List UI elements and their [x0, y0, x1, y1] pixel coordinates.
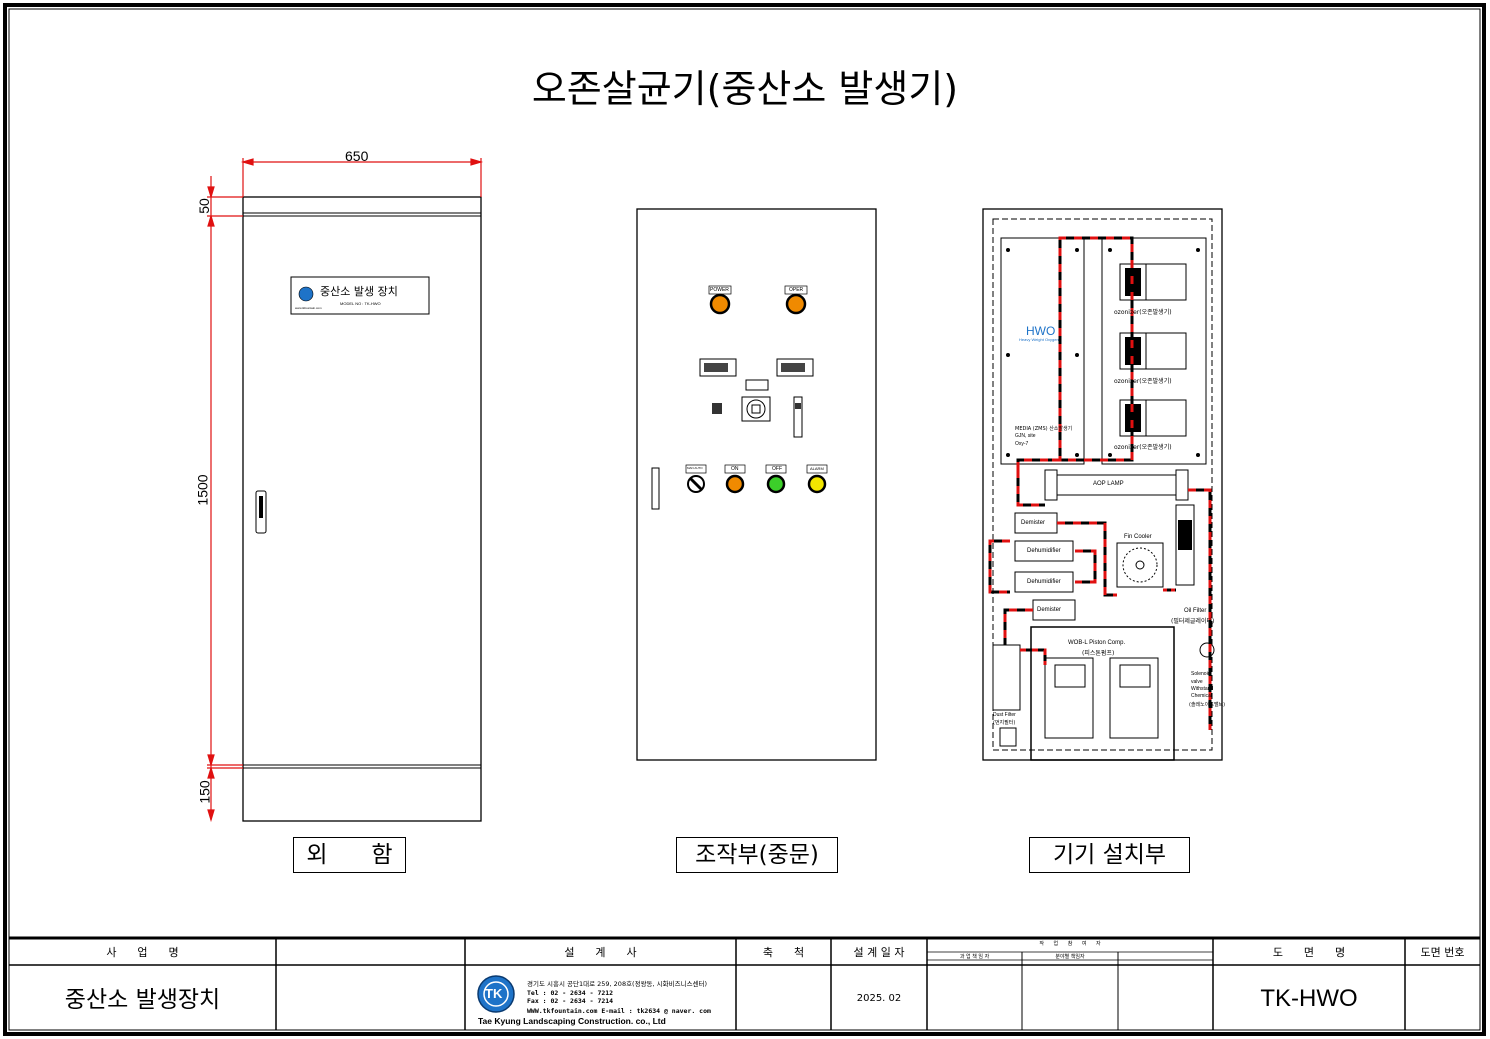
header-workers: 작 업 참 여 자 — [1039, 941, 1101, 947]
label-solenoid-2: valve — [1191, 679, 1203, 685]
header-designer: 설 계 사 — [564, 946, 637, 959]
label-power: POWER — [710, 287, 729, 293]
label-ozonizer-1: ozonizer(오존발생기) — [1114, 309, 1172, 316]
label-solenoid-5: (솔레노이드밸브) — [1189, 702, 1226, 708]
project-name: 중산소 발생장치 — [64, 987, 221, 1013]
header-worker-lead: 과 업 책 임 자 — [959, 954, 990, 960]
label-dust-filter-2: (먼지필터) — [993, 720, 1016, 726]
nameplate-model: MODEL NO : TK-HWO — [340, 301, 381, 306]
label-off: OFF — [772, 466, 782, 472]
drawing-title: 오존살균기(중산소 발생기) — [531, 67, 959, 111]
caption-control: 조작부(중문) — [676, 837, 838, 873]
header-drawing-no: 도면 번호 — [1420, 946, 1465, 959]
label-hwo: HWO — [1026, 324, 1056, 338]
label-solenoid-4: Chemical — [1191, 693, 1212, 699]
label-solenoid-1: Solenoid — [1191, 671, 1211, 677]
label-fin-cooler: Fin Cooler — [1124, 534, 1152, 540]
label-on: ON — [731, 466, 739, 472]
label-demister-2: Demister — [1037, 607, 1062, 613]
company-tel: Tel : 02 - 2634 - 7212 — [527, 989, 614, 997]
label-oil-filter-2: (필터제글레이터) — [1171, 618, 1215, 625]
company-name: Tae Kyung Landscaping Construction. co.,… — [478, 1016, 666, 1026]
label-piston-1: WOB-L Piston Comp. — [1068, 640, 1126, 646]
header-worker-field: 분야별 책임자 — [1055, 954, 1085, 960]
header-project: 사 업 명 — [106, 946, 179, 959]
label-media-2: GJN, site — [1015, 433, 1036, 439]
label-dehumidifier-2: Dehumidifier — [1027, 579, 1061, 585]
label-media-1: MEDIA (ZMS) 산소발생기 — [1015, 426, 1073, 432]
drawing-name: TK-HWO — [1260, 985, 1358, 1012]
header-date: 설 계 일 자 — [853, 946, 905, 959]
label-dust-filter-1: Dust Filter — [993, 712, 1016, 718]
label-hwo-sub: Heavy Weight Oxygen — [1019, 337, 1059, 342]
label-demister-1: Demister — [1021, 520, 1046, 526]
company-logo-text: TK — [485, 986, 503, 1001]
label-ozonizer-3: ozonizer(오존발생기) — [1114, 444, 1172, 451]
company-fax: Fax : 02 - 2634 - 7214 — [527, 997, 614, 1005]
caption-exterior: 외 함 — [293, 837, 406, 873]
label-alarm: ALARM — [810, 466, 824, 471]
label-solenoid-3: Withstand — [1191, 686, 1214, 692]
label-media-3: Oxy-7 — [1015, 441, 1029, 447]
header-drawing-name: 도 면 명 — [1272, 946, 1346, 959]
label-oper: OPER — [789, 287, 804, 293]
label-dehumidifier-1: Dehumidifier — [1027, 548, 1061, 554]
header-scale: 축 척 — [762, 946, 805, 959]
label-ozonizer-2: ozonizer(오존발생기) — [1114, 378, 1172, 385]
nameplate-url: www.tkfountain.com — [295, 306, 322, 310]
label-piston-2: (피스톤펌프) — [1082, 650, 1115, 657]
company-address: 경기도 시흥시 공단1대로 259, 208호(정왕동, 시화비즈니스센터) — [527, 980, 708, 988]
dim-width-650: 650 — [345, 148, 369, 164]
label-sel: MAN AUTO — [687, 466, 703, 470]
label-oil-filter-1: Oil Filter — [1184, 608, 1207, 614]
caption-equipment: 기기 설치부 — [1029, 837, 1190, 873]
nameplate-title: 중산소 발생 장치 — [320, 285, 398, 298]
company-web: WWW.tkfountain.com E-mail : tk2634 @ nav… — [527, 1007, 711, 1015]
design-date: 2025. 02 — [856, 993, 902, 1004]
label-aop-lamp: AOP LAMP — [1093, 481, 1124, 487]
